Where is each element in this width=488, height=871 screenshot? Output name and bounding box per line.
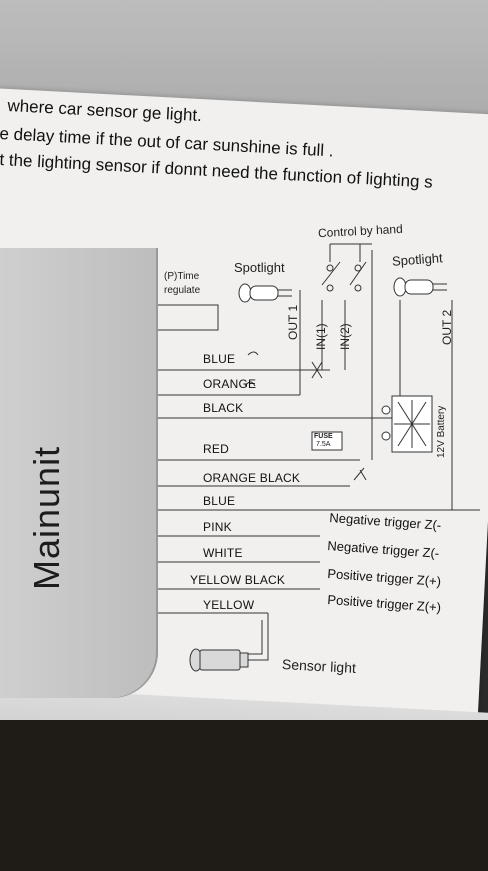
- wire-label-white: WHITE: [203, 546, 243, 560]
- battery-label: 12V Battery: [436, 405, 447, 458]
- cross-mark-1: [311, 361, 323, 379]
- pen-mark-2: [244, 381, 256, 387]
- main-unit-box: [0, 248, 158, 698]
- out2-label: OUT 2: [440, 309, 454, 345]
- spotlight-left-icon: [238, 283, 292, 303]
- in1-label: IN(1): [314, 323, 328, 350]
- fuse-label: FUSE: [314, 433, 333, 440]
- switch-contact-3: [326, 284, 334, 292]
- wire-label-blue-2: BLUE: [203, 494, 236, 508]
- wire-label-yellow: YELLOW: [203, 598, 255, 612]
- switch-contact-1: [326, 264, 334, 272]
- fuse-icon: [311, 431, 343, 451]
- dark-floor: [0, 720, 488, 871]
- wire-label-orange-black: ORANGE BLACK: [203, 471, 301, 485]
- pen-mark-1: [247, 351, 259, 356]
- battery-icon: [381, 395, 433, 453]
- wire-label-blue: BLUE: [203, 352, 236, 366]
- cross-mark-2: [353, 467, 367, 481]
- switch-contact-4: [354, 284, 362, 292]
- fuse-rating: 7.5A: [316, 441, 331, 448]
- wire-label-yellow-black: YELLOW BLACK: [190, 573, 286, 587]
- out1-label: OUT 1: [286, 304, 300, 340]
- spotlight-left-label: Spotlight: [234, 260, 285, 275]
- wire-label-red: RED: [203, 442, 229, 456]
- time-regulate-label: (P)Time regulate: [164, 271, 201, 296]
- wire-label-orange: ORANGE: [203, 377, 257, 391]
- sensor-light-icon: [189, 648, 249, 672]
- in2-label: IN(2): [338, 323, 352, 350]
- wire-label-black: BLACK: [203, 401, 244, 415]
- switch-contact-2: [354, 264, 362, 272]
- spotlight-right-icon: [393, 277, 447, 297]
- wire-label-pink: PINK: [203, 520, 232, 534]
